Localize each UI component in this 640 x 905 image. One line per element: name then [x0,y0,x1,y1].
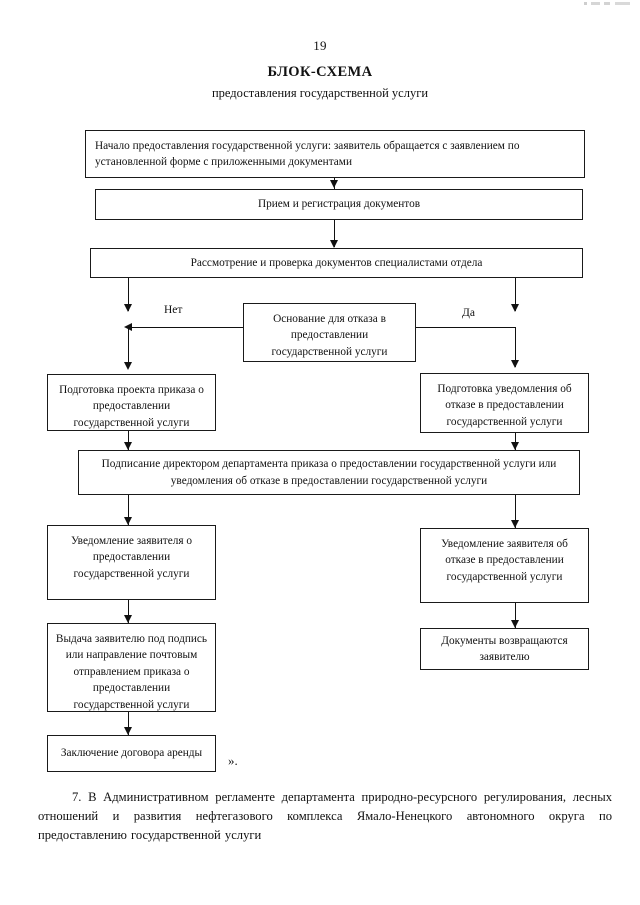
connector-notify-grant-to-issue [128,600,129,624]
arrowhead-no-to-order-draft [124,362,132,370]
connector-review-to-yes-branch [515,278,516,311]
connector-yes-to-refusal-notice [515,327,516,367]
arrowhead-start-to-receive [330,180,338,188]
trailing-paragraph: 7. В Административном регламенте департа… [38,790,612,843]
connector-decision-no [131,327,243,328]
flow-node-lease-agreement: Заключение договора аренды [47,735,216,772]
connector-review-to-no-branch [128,278,129,311]
arrowhead-notify-grant-to-issue [124,615,132,623]
arrowhead-signing-to-notify-grant [124,517,132,525]
arrowhead-refusal-notice-to-signing [511,442,519,450]
flow-node-refusal-grounds: Основание для отказа в предоставлении го… [243,303,416,362]
branch-label-no: Нет [164,304,183,316]
flow-node-prepare-refusal-notice: Подготовка уведомления об отказе в предо… [420,373,589,433]
flow-node-start: Начало предоставления государственной ус… [85,130,585,178]
flow-node-review-check: Рассмотрение и проверка документов специ… [90,248,583,278]
page-number: 19 [313,38,327,53]
arrowhead-receive-to-review [330,240,338,248]
flow-node-documents-returned: Документы возвращаются заявителю [420,628,589,670]
arrowhead-signing-to-notify-refusal [511,520,519,528]
flow-node-director-signing: Подписание директором департамента прика… [78,450,580,495]
arrowhead-yes-to-refusal-notice [511,360,519,368]
connector-no-to-order-draft [128,327,129,368]
scan-artifact [584,2,630,5]
flow-node-notify-applicant-grant: Уведомление заявителя о предоставлении г… [47,525,216,600]
page-subtitle: предоставления государственной услуги [211,86,429,100]
connector-order-draft-to-signing [128,431,129,451]
connector-issue-to-lease [128,712,129,736]
connector-receive-to-review [334,220,335,247]
arrowhead-notify-refusal-to-returned [511,620,519,628]
connector-signing-to-notify-refusal [515,495,516,528]
flow-node-prepare-order-draft: Подготовка проекта приказа о предоставле… [47,374,216,431]
branch-label-yes: Да [462,307,475,319]
arrowhead-order-draft-to-signing [124,442,132,450]
flow-node-receive-register: Прием и регистрация документов [95,189,583,220]
arrowhead-issue-to-lease [124,727,132,735]
flow-node-issue-or-mail-order: Выдача заявителю под подпись или направл… [47,623,216,712]
closing-quote-mark: ». [228,753,238,768]
connector-notify-refusal-to-returned [515,603,516,629]
connector-decision-yes [416,327,516,328]
arrowhead-review-no-branch [124,304,132,312]
flow-node-notify-applicant-refusal: Уведомление заявителя об отказе в предос… [420,528,589,603]
page-title: БЛОК-СХЕМА [267,64,373,80]
arrowhead-review-yes-branch [511,304,519,312]
connector-signing-to-notify-grant [128,495,129,525]
